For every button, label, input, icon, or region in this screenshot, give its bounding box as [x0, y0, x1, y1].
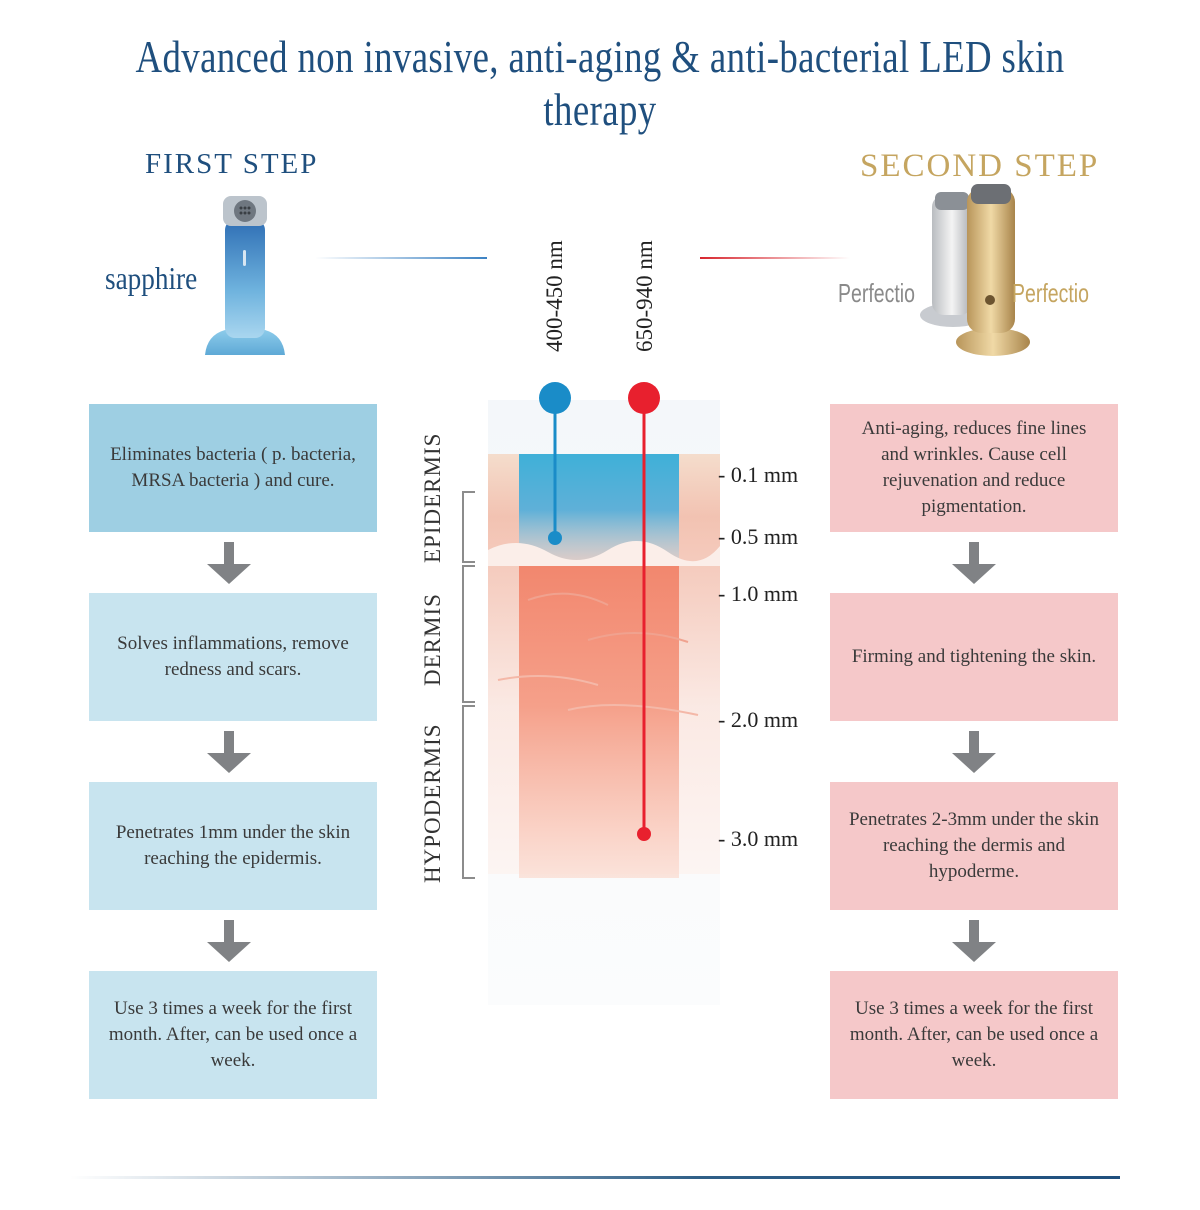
sapphire-device-image [205, 196, 285, 355]
depth-marker: - 0.1 mm [718, 462, 799, 487]
first-step-heading: FIRST STEP [145, 148, 319, 180]
box-text: Use 3 times a week for the first month. … [849, 998, 1099, 1071]
first-step-box-2: Solves inflammations, remove redness and… [89, 593, 377, 721]
second-step-box-2: Firming and tightening the skin. [830, 593, 1118, 721]
depth-marker: - 2.0 mm [718, 707, 799, 732]
hypodermis-label: HYPODERMIS [420, 723, 445, 883]
blue-connector-line [315, 257, 487, 259]
skin-cross-section [488, 382, 720, 1005]
box-text: Penetrates 1mm under the skin reaching t… [115, 822, 351, 869]
perfectio-device-image [920, 184, 1030, 356]
box-text: Anti-aging, reduces fine lines and wrink… [861, 418, 1087, 517]
down-arrow-icon [207, 542, 251, 584]
down-arrow-icon [952, 542, 996, 584]
footer-divider [70, 1176, 1120, 1179]
second-step-box-1: Anti-aging, reduces fine lines and wrink… [830, 404, 1118, 532]
sapphire-brand-logo: sapphire [105, 260, 198, 296]
blue-wavelength-label: 400-450 nm [542, 240, 567, 352]
depth-marker: - 3.0 mm [718, 826, 799, 851]
page-title: Advanced non invasive, anti-aging & anti… [135, 31, 1065, 135]
perfectio-silver-logo: Perfectio [838, 278, 915, 308]
first-step-box-4: Use 3 times a week for the first month. … [89, 971, 377, 1099]
second-step-box-3: Penetrates 2-3mm under the skin reaching… [830, 782, 1118, 910]
second-step-box-4: Use 3 times a week for the first month. … [830, 971, 1118, 1099]
red-connector-line [700, 257, 850, 259]
down-arrow-icon [207, 731, 251, 773]
depth-marker: - 1.0 mm [718, 581, 799, 606]
box-text: Firming and tightening the skin. [851, 646, 1097, 667]
box-text: Eliminates bacteria ( p. bacteria, MRSA … [110, 444, 356, 491]
depth-marker: - 0.5 mm [718, 524, 799, 549]
perfectio-gold-logo: Perfectio [1012, 278, 1089, 308]
layer-brackets [462, 491, 475, 879]
down-arrow-icon [952, 920, 996, 962]
down-arrow-icon [952, 731, 996, 773]
epidermis-label: EPIDERMIS [420, 432, 445, 563]
second-step-heading: SECOND STEP [860, 148, 1100, 184]
box-text: Penetrates 2-3mm under the skin reaching… [848, 809, 1100, 882]
first-step-box-1: Eliminates bacteria ( p. bacteria, MRSA … [89, 404, 377, 532]
down-arrow-icon [207, 920, 251, 962]
box-text: Use 3 times a week for the first month. … [108, 998, 358, 1071]
box-text: Solves inflammations, remove redness and… [117, 633, 349, 680]
dermis-label: DERMIS [420, 593, 445, 686]
red-wavelength-label: 650-940 nm [632, 240, 657, 352]
first-step-box-3: Penetrates 1mm under the skin reaching t… [89, 782, 377, 910]
